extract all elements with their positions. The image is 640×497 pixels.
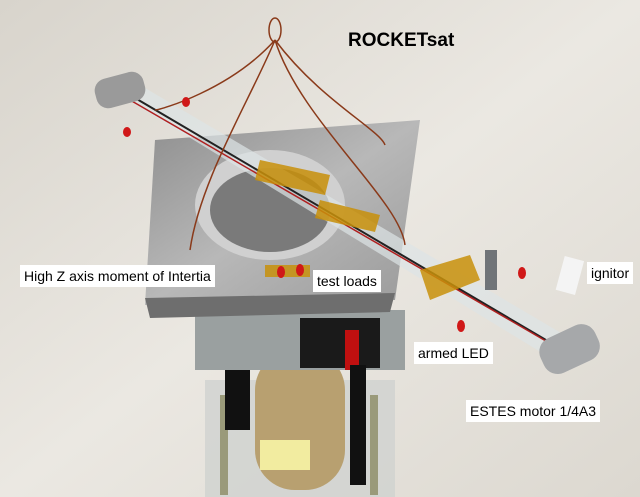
hanging-wires	[154, 17, 406, 251]
leds	[123, 97, 526, 332]
kapton-tape	[255, 160, 480, 300]
sticky-note	[260, 440, 310, 470]
motor-right	[539, 324, 600, 375]
label-motor: ESTES motor 1/4A3	[466, 400, 601, 422]
electronics	[195, 310, 405, 485]
label-armed-led: armed LED	[414, 342, 493, 364]
title-rocketsat: ROCKETsat	[348, 30, 455, 51]
label-ignitor: ignitor	[587, 262, 634, 284]
ignitor-post	[485, 250, 497, 290]
motor-left	[94, 71, 146, 109]
label-inertia: High Z axis moment of Intertia	[20, 265, 215, 287]
label-test-loads: test loads	[313, 270, 381, 292]
